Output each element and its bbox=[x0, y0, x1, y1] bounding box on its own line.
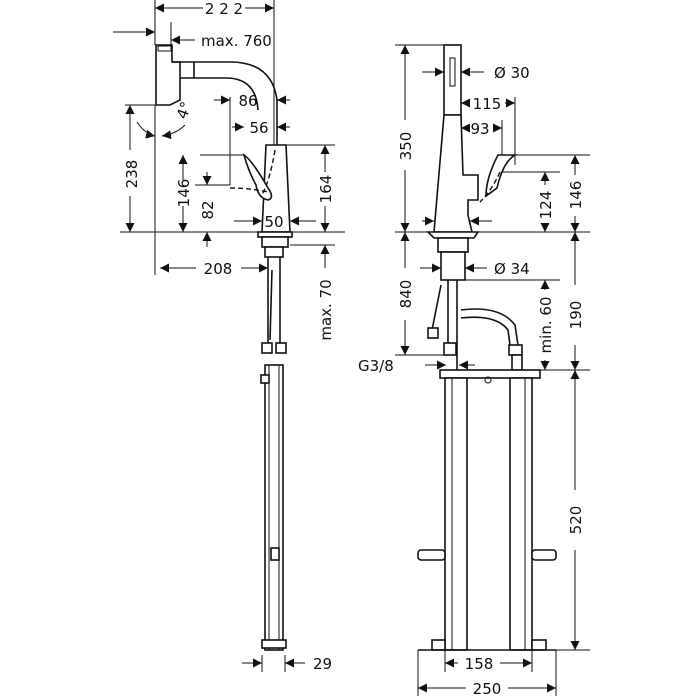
dim-86: 86 bbox=[238, 92, 257, 110]
dim-146-front: 146 bbox=[567, 181, 585, 210]
dim-190: 190 bbox=[567, 301, 585, 330]
dim-840: 840 bbox=[397, 280, 415, 309]
dim-93: 93 bbox=[470, 120, 489, 138]
mounting-rail bbox=[264, 364, 284, 651]
spout bbox=[443, 44, 462, 116]
dim-124: 124 bbox=[537, 191, 555, 220]
dim-max-760: max. 760 bbox=[201, 32, 272, 50]
dim-146-side: 146 bbox=[175, 179, 193, 208]
dim-max-70: max. 70 bbox=[317, 279, 335, 340]
dim-115: 115 bbox=[473, 95, 502, 113]
dim-29: 29 bbox=[313, 655, 332, 673]
dim-164: 164 bbox=[317, 175, 335, 204]
dim-56: 56 bbox=[249, 119, 268, 137]
dim-82: 82 bbox=[199, 200, 217, 219]
dim-520: 520 bbox=[567, 506, 585, 535]
front-view: 350 Ø 30 115 93 124 146 840 Ø 34 min. 60… bbox=[358, 44, 590, 698]
mounting-bracket bbox=[439, 369, 541, 379]
dim-350: 350 bbox=[397, 132, 415, 161]
dim-158: 158 bbox=[465, 655, 494, 673]
dim-250: 250 bbox=[473, 680, 502, 698]
side-view: 2 2 2 max. 760 238 4° 146 82 164 50 86 5… bbox=[113, 0, 345, 673]
dim-diameter-30: Ø 30 bbox=[494, 64, 530, 82]
dim-diameter-34: Ø 34 bbox=[494, 260, 530, 278]
dim-222: 2 2 2 bbox=[205, 0, 243, 18]
label-g3-8: G3/8 bbox=[358, 357, 394, 375]
dim-238: 238 bbox=[123, 160, 141, 189]
spray-head bbox=[155, 44, 181, 106]
dim-208: 208 bbox=[204, 260, 233, 278]
dim-50: 50 bbox=[264, 213, 283, 231]
lever-front bbox=[485, 154, 518, 198]
dim-min-60: min. 60 bbox=[537, 297, 555, 354]
dim-angle-4: 4° bbox=[173, 99, 196, 121]
